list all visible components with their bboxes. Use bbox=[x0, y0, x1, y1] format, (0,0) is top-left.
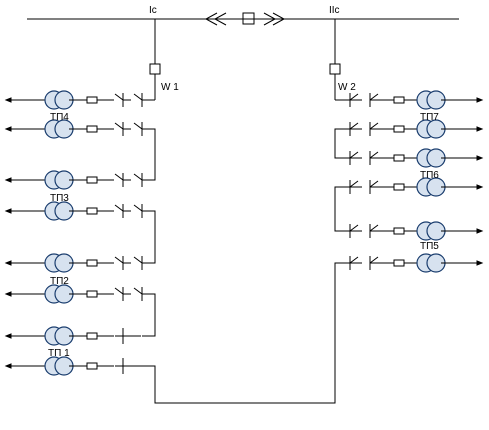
feeder-w1-label: W 1 bbox=[161, 82, 179, 93]
switch-blade-icon bbox=[114, 122, 124, 130]
switch-blade-icon bbox=[369, 256, 379, 264]
sectional-breaker bbox=[204, 12, 286, 26]
link-tp7-tp6 bbox=[334, 128, 350, 159]
fuse-icon bbox=[393, 183, 405, 191]
substation-feeder-row bbox=[4, 326, 141, 346]
right-substations bbox=[349, 90, 484, 273]
tp4-label: ТП4 bbox=[50, 112, 69, 123]
substation-feeder-row bbox=[349, 90, 484, 110]
outgoing-line-arrow-icon bbox=[476, 97, 484, 103]
switch-blade-icon bbox=[349, 122, 359, 130]
outgoing-line-arrow-icon bbox=[4, 291, 12, 297]
fuse-icon bbox=[393, 259, 405, 267]
fuse-icon bbox=[86, 259, 98, 267]
fuse-icon bbox=[86, 125, 98, 133]
outgoing-line-arrow-icon bbox=[4, 126, 12, 132]
substation-feeder-row bbox=[349, 119, 484, 139]
tp5-label: ТП5 bbox=[420, 241, 439, 252]
switch-blade-icon bbox=[133, 204, 143, 212]
outgoing-line-arrow-icon bbox=[476, 126, 484, 132]
link-tp6-tp5 bbox=[334, 186, 350, 232]
feeder-w2 bbox=[329, 19, 350, 101]
switch-blade-icon bbox=[114, 256, 124, 264]
substation-feeder-row bbox=[4, 119, 143, 139]
fuse-icon bbox=[86, 96, 98, 104]
substation-feeder-row bbox=[4, 356, 141, 376]
switch-blade-icon bbox=[133, 93, 143, 101]
fuse-icon bbox=[86, 332, 98, 340]
link-tp3-tp2 bbox=[142, 210, 156, 264]
substation-feeder-row bbox=[4, 284, 143, 304]
fuse-icon bbox=[393, 227, 405, 235]
substation-feeder-row bbox=[4, 90, 143, 110]
tp3-label: ТП3 bbox=[50, 193, 69, 204]
outgoing-line-arrow-icon bbox=[4, 363, 12, 369]
switch-blade-icon bbox=[369, 224, 379, 232]
switch-blade-icon bbox=[349, 256, 359, 264]
switch-blade-icon bbox=[114, 173, 124, 181]
switch-blade-icon bbox=[369, 151, 379, 159]
fuse-icon bbox=[393, 96, 405, 104]
tp6-label: ТП6 bbox=[420, 170, 439, 181]
tp7-label: ТП7 bbox=[420, 112, 439, 123]
switch-blade-icon bbox=[133, 122, 143, 130]
left-substations bbox=[4, 90, 143, 376]
switch-blade-icon bbox=[369, 93, 379, 101]
switch-blade-icon bbox=[133, 256, 143, 264]
switch-blade-icon bbox=[349, 180, 359, 188]
fuse-icon bbox=[86, 362, 98, 370]
switch-blade-icon bbox=[133, 173, 143, 181]
feeder-w2-label: W 2 bbox=[338, 82, 356, 93]
outgoing-line-arrow-icon bbox=[4, 208, 12, 214]
tp1-label: ТП 1 bbox=[48, 348, 70, 359]
outgoing-line-arrow-icon bbox=[476, 228, 484, 234]
fuse-icon bbox=[393, 154, 405, 162]
substation-feeder-row bbox=[349, 253, 484, 273]
outgoing-line-arrow-icon bbox=[476, 155, 484, 161]
fuse-icon bbox=[86, 176, 98, 184]
bus-section-2-label: IIc bbox=[329, 5, 340, 16]
substation-feeder-row bbox=[349, 177, 484, 197]
ring-return-line bbox=[141, 262, 350, 404]
outgoing-line-arrow-icon bbox=[4, 260, 12, 266]
bus-section-1-label: Ic bbox=[149, 5, 157, 16]
switch-blade-icon bbox=[114, 204, 124, 212]
substation-feeder-row bbox=[4, 170, 143, 190]
substation-feeder-row bbox=[4, 253, 143, 273]
switch-blade-icon bbox=[369, 180, 379, 188]
switch-blade-icon bbox=[369, 122, 379, 130]
outgoing-line-arrow-icon bbox=[4, 97, 12, 103]
substation-feeder-row bbox=[4, 201, 143, 221]
outgoing-line-arrow-icon bbox=[476, 260, 484, 266]
tp2-label: ТП2 bbox=[50, 276, 69, 287]
switch-blade-icon bbox=[114, 287, 124, 295]
outgoing-line-arrow-icon bbox=[476, 184, 484, 190]
link-tp4-tp3 bbox=[142, 128, 156, 181]
substation-feeder-row bbox=[349, 221, 484, 241]
link-tp2-tp1 bbox=[142, 293, 156, 337]
switch-blade-icon bbox=[114, 93, 124, 101]
substation-feeder-row bbox=[349, 148, 484, 168]
switch-blade-icon bbox=[349, 93, 359, 101]
fuse-icon bbox=[393, 125, 405, 133]
switch-blade-icon bbox=[349, 151, 359, 159]
switch-blade-icon bbox=[133, 287, 143, 295]
switch-blade-icon bbox=[349, 224, 359, 232]
fuse-icon bbox=[86, 207, 98, 215]
outgoing-line-arrow-icon bbox=[4, 177, 12, 183]
outgoing-line-arrow-icon bbox=[4, 333, 12, 339]
feeder-w1 bbox=[142, 19, 161, 101]
fuse-icon bbox=[86, 290, 98, 298]
